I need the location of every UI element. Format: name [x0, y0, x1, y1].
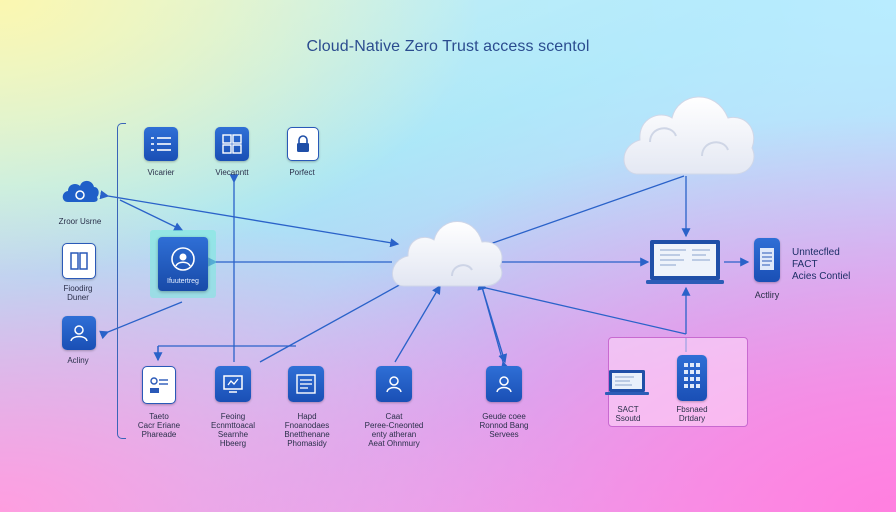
bottom-node-label: Hapd Fnoanodaes Bnetthenane Phomasidy	[284, 412, 330, 448]
diagram-title: Cloud-Native Zero Trust access scentol	[306, 38, 590, 55]
phone-icon[interactable]	[754, 238, 780, 282]
data-icon[interactable]	[288, 366, 324, 402]
hub-label: Ifuutertreg	[167, 278, 199, 285]
left-node-label: Fioodirg Duner	[63, 284, 93, 302]
lock-icon[interactable]	[287, 127, 319, 161]
panel-node-label: Fbsnaed Drtdary	[676, 405, 708, 423]
list-icon[interactable]	[144, 127, 178, 161]
panel-node-label: SACT Ssoutd	[615, 405, 641, 423]
hub-node[interactable]	[158, 237, 208, 291]
laptop-icon[interactable]	[646, 238, 726, 288]
right-info-text: Unntecfled FACT Acies Contiel	[792, 247, 850, 283]
right-text-line: Acies Contiel	[792, 271, 851, 282]
keypad-icon[interactable]	[677, 355, 707, 401]
user-id-icon[interactable]	[376, 366, 412, 402]
user-id-icon[interactable]	[486, 366, 522, 402]
user-shield-icon	[171, 247, 195, 271]
user-icon[interactable]	[62, 316, 96, 350]
bottom-node-label: Caat Peree-Cneonted enty atheran Aeat Oh…	[364, 412, 424, 448]
top-node-label: Porfect	[289, 168, 315, 177]
cloud-icon	[62, 180, 99, 202]
grid-icon[interactable]	[215, 127, 249, 161]
right-text-line: FACT	[792, 259, 818, 270]
left-node-label: Zroor Usrne	[58, 217, 102, 226]
left-bracket	[117, 123, 126, 439]
book-icon[interactable]	[62, 243, 96, 279]
right-text-line: Unntecfled	[792, 247, 840, 258]
bottom-node-label: Taeto Cacr Eriane Phareade	[137, 412, 181, 439]
id-card-icon[interactable]	[142, 366, 176, 404]
laptop-icon[interactable]	[604, 368, 650, 400]
bottom-node-label: Feoing Ecnmttoacal Searnhe Hbeerg	[210, 412, 256, 448]
top-node-label: Vicarier	[147, 168, 175, 177]
central-cloud-icon	[392, 221, 503, 287]
top-node-label: Viecanntt	[215, 168, 249, 177]
cloud-icon	[623, 96, 755, 175]
right-device-label: Actliry	[754, 290, 780, 300]
left-node-label: Acliny	[67, 356, 89, 365]
bottom-node-label: Geude coee Ronnod Bang Servees	[479, 412, 529, 439]
screen-icon[interactable]	[215, 366, 251, 402]
